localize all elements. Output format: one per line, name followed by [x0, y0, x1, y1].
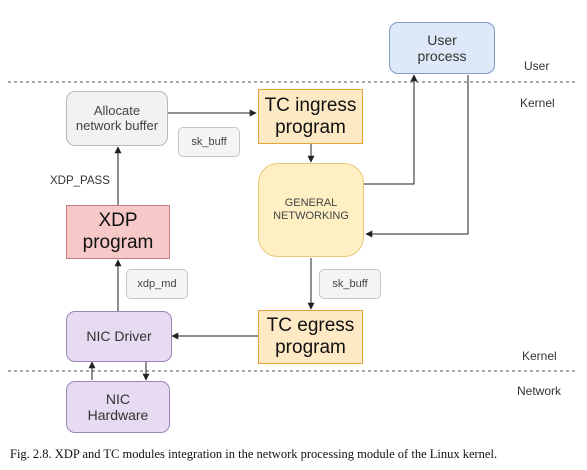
zone-label-user: User	[524, 59, 550, 73]
xdp-program-node: XDP program	[66, 205, 170, 259]
zone-label-kernel: Kernel	[522, 349, 557, 363]
figure-caption: Fig. 2.8. XDP and TC modules integration…	[10, 447, 498, 461]
xdp-md-tag: xdp_md	[126, 269, 188, 299]
nic-driver-node: NIC Driver	[66, 311, 172, 362]
sk-buff-tag: sk_buff	[178, 127, 240, 157]
xdp-pass-label: XDP_PASS	[50, 175, 110, 187]
user-process-node: User process	[389, 22, 495, 74]
arrow-user-to-general	[365, 75, 469, 238]
tc-ingress-node: TC ingress program	[258, 89, 363, 144]
zone-label-network: Network	[517, 384, 562, 398]
general-networking-node: GENERAL NETWORKING	[258, 163, 364, 257]
nic-hardware-node: NIC Hardware	[66, 381, 170, 433]
zone-label-kernel: Kernel	[520, 96, 555, 110]
allocate-buffer-node: Allocate network buffer	[66, 91, 168, 146]
tc-egress-node: TC egress program	[258, 310, 363, 364]
arrow-general-to-user	[364, 74, 418, 185]
sk-buff-tag: sk_buff	[319, 269, 381, 299]
